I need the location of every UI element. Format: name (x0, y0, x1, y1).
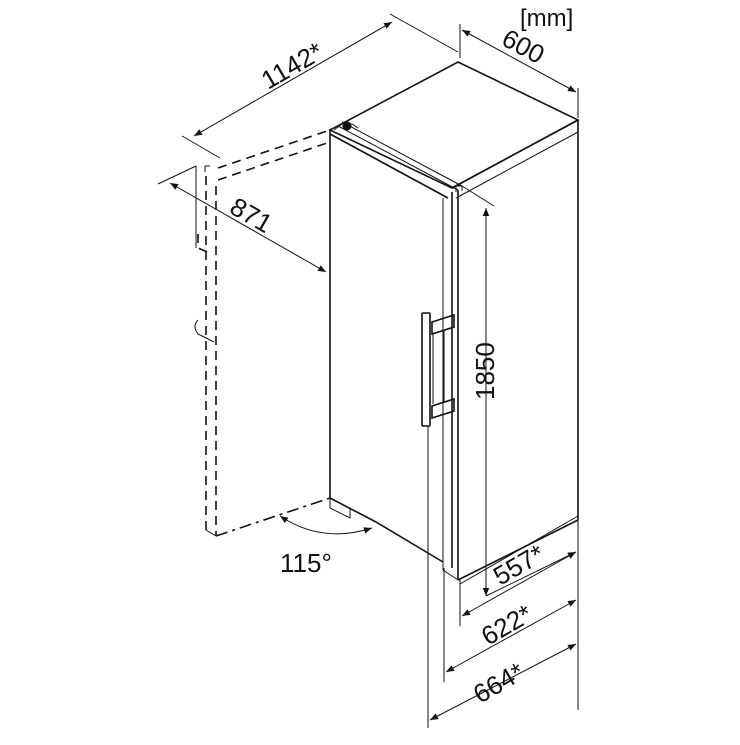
dim-height-label: 1850 (470, 342, 500, 400)
dim-depth-door-label: 622* (476, 598, 537, 651)
dim-opening-angle-label: 115° (280, 548, 332, 578)
dim-depth-body-label: 557* (488, 538, 549, 591)
dim-door-open-depth: 1142* (181, 13, 459, 159)
open-door-outline (194, 129, 331, 537)
dim-door-swing-label: 871 (225, 191, 278, 239)
door-handle (421, 312, 455, 427)
dim-door-open-depth-label: 1142* (256, 36, 328, 95)
dim-door-swing: 871 (157, 165, 327, 273)
hinge-icon (342, 121, 352, 131)
dim-depth-handle-label: 664* (468, 656, 529, 709)
dim-height: 1850 (461, 185, 500, 596)
dim-opening-angle: 115° (279, 515, 373, 578)
dim-width: 600 (459, 23, 579, 118)
unit-label: [mm] (520, 5, 573, 32)
top-face (328, 61, 580, 189)
